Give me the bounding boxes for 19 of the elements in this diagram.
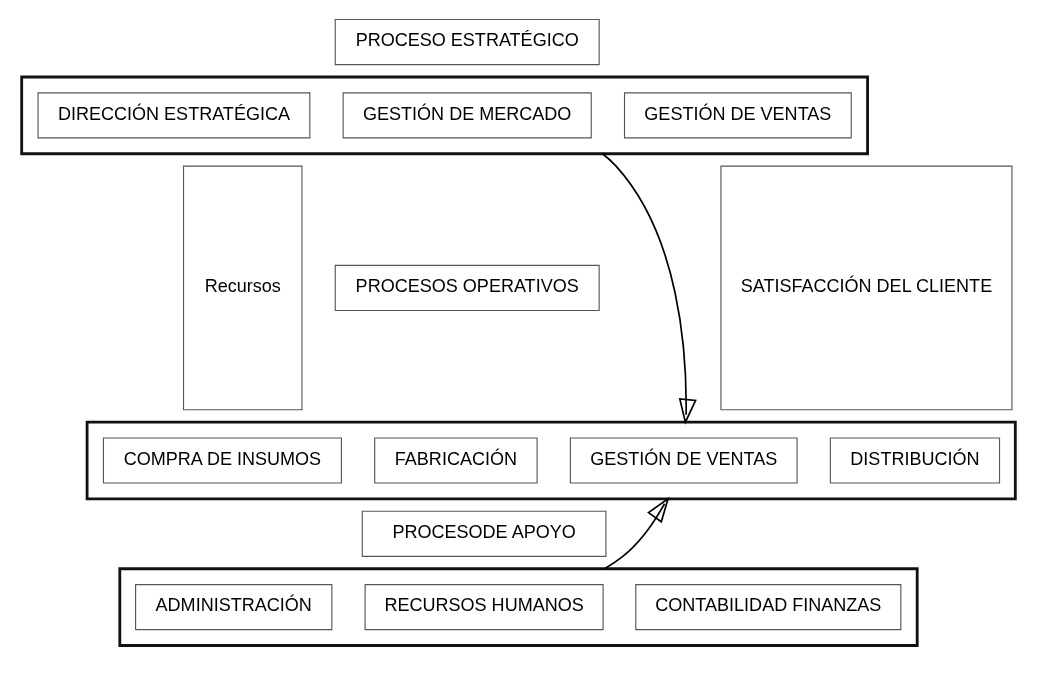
- arrow: [601, 152, 697, 425]
- node-box: PROCESO ESTRATÉGICO: [334, 18, 600, 66]
- node-box: PROCESOS OPERATIVOS: [334, 264, 600, 312]
- node-box: DISTRIBUCIÓN: [829, 437, 1001, 484]
- node-box: GESTIÓN DE VENTAS: [623, 92, 852, 139]
- cluster: [20, 75, 869, 156]
- node-box: ADMINISTRACIÓN: [135, 584, 333, 631]
- node-box: SATISFACCIÓN DEL CLIENTE: [720, 165, 1013, 411]
- node-box: FABRICACIÓN: [374, 437, 538, 484]
- node-box: Recursos: [182, 165, 303, 411]
- node-box: GESTIÓN DE VENTAS: [569, 437, 798, 484]
- node-box: PROCESODE APOYO: [361, 510, 607, 557]
- node-box: CONTABILIDAD FINANZAS: [635, 584, 902, 631]
- node-box: GESTIÓN DE MERCADO: [342, 92, 592, 139]
- node-box: COMPRA DE INSUMOS: [102, 437, 342, 484]
- node-box: RECURSOS HUMANOS: [364, 584, 604, 631]
- node-box: DIRECCIÓN ESTRATÉGICA: [37, 92, 311, 139]
- cluster: [85, 420, 1017, 501]
- cluster: [118, 567, 919, 647]
